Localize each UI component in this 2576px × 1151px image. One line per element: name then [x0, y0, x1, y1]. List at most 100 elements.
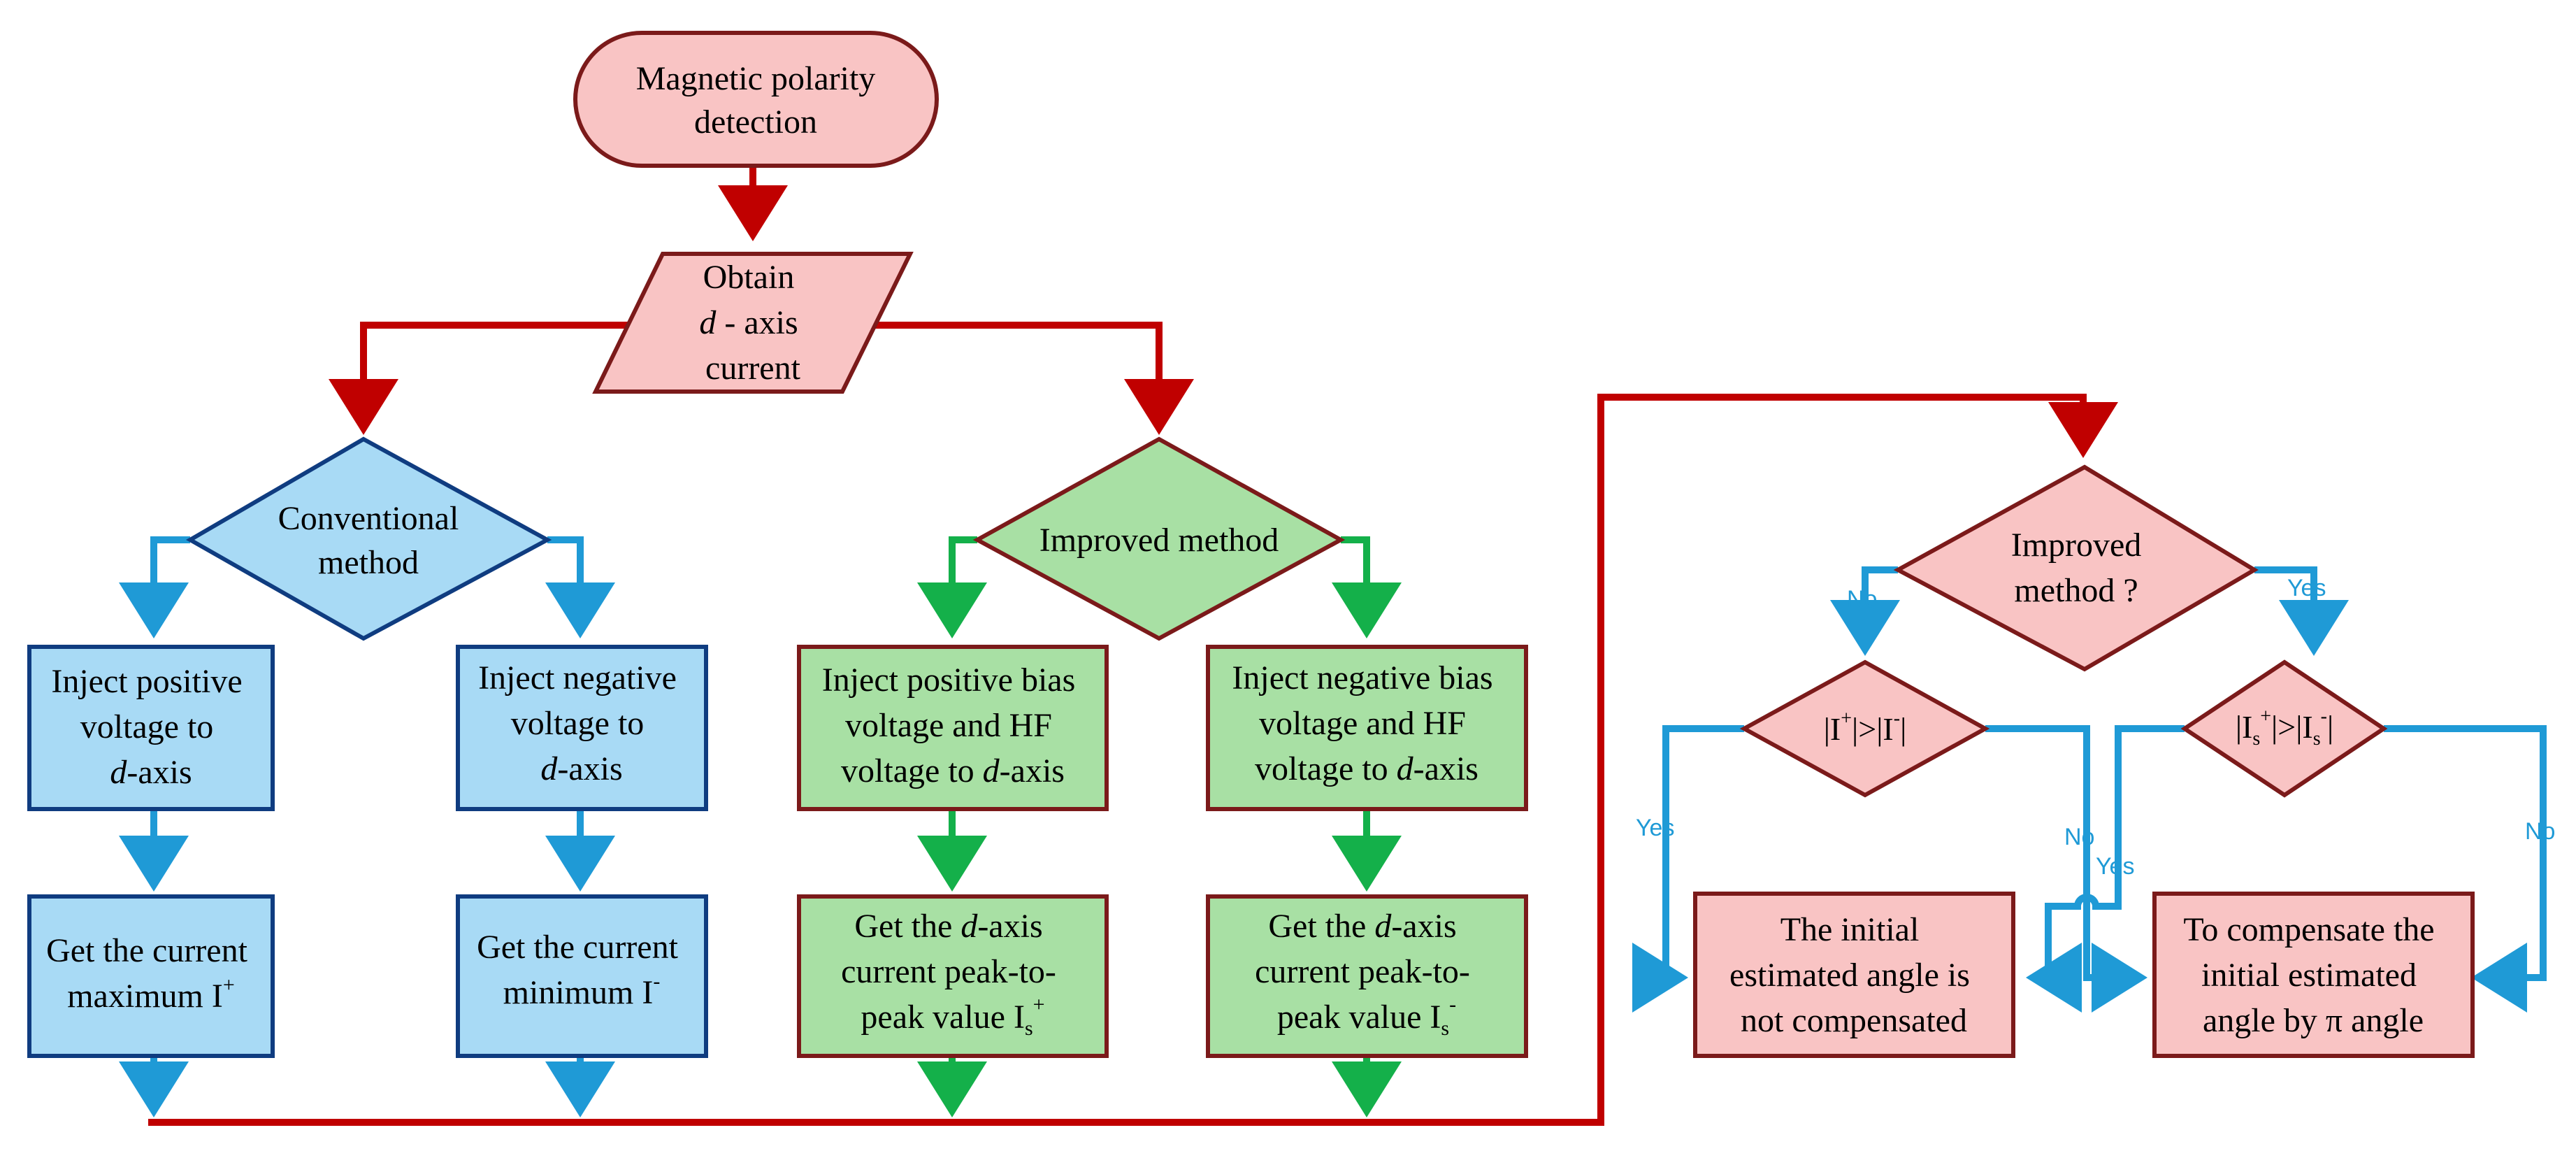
inject-negative-bias-box: Inject negative bias voltage and HF volt…: [1206, 645, 1528, 811]
svg-text:Improved method: Improved method: [1039, 522, 1279, 559]
comp-line3: angle by π angle: [2203, 1002, 2424, 1039]
label-no-cmp-is: No: [2525, 818, 2555, 845]
inj-pos-bias-line3-rest: -axis: [1000, 752, 1065, 789]
obtain-line2-rest: - axis: [716, 304, 798, 341]
inj-neg-line2: voltage to: [511, 705, 645, 742]
edge-improvedq-yes: [2254, 566, 2349, 656]
pp-neg-sup: -: [1449, 993, 1456, 1016]
edge-improved-left: [917, 536, 987, 638]
conventional-line1: Conventional: [278, 500, 459, 537]
cmp-is-p1: |I: [2236, 709, 2253, 745]
get-max-line1: Get the current: [46, 932, 248, 969]
cmp-i-p3: |: [1900, 711, 1906, 747]
cmp-is-p3: |: [2327, 709, 2333, 745]
inj-pos-line3-rest: -axis: [127, 754, 192, 791]
svg-text:Inject negative bias vol: Inject negative bias voltage and HF volt…: [1232, 659, 1501, 787]
pp-neg-line1-rest: -axis: [1391, 908, 1456, 945]
get-min-box: Get the current minimum I-: [456, 894, 708, 1058]
compare-is-decision: |Is+|>|Is-|: [2180, 659, 2388, 798]
inj-pos-bias-line2: voltage and HF: [845, 707, 1052, 744]
cmp-is-p2: |>|I: [2271, 709, 2313, 745]
svg-text:Inject negative voltage: Inject negative voltage to d-axis: [478, 659, 685, 787]
not-comp-line3: not compensated: [1741, 1002, 1967, 1039]
svg-text:|I+|>|I-|: |I+|>|I-|: [1824, 708, 1907, 747]
comp-line1: To compensate the: [2183, 911, 2434, 948]
label-no-improved-q: No: [1847, 586, 1877, 613]
edge-conventional-left: [119, 536, 190, 638]
inj-pos-line1: Inject positive: [51, 663, 242, 700]
label-yes-cmp-is: Yes: [2096, 853, 2134, 880]
cmp-is-sup2: -: [2321, 706, 2327, 727]
svg-text:Get the current maximum: Get the current maximum I+: [46, 932, 256, 1015]
pp-pos-line3: peak value I: [861, 999, 1025, 1036]
get-min-line2: minimum I: [503, 974, 654, 1011]
inj-pos-line2: voltage to: [80, 708, 214, 745]
inj-neg-bias-line2: voltage and HF: [1259, 705, 1466, 742]
inj-neg-bias-d: d: [1397, 750, 1414, 787]
svg-text:The initial estimated an: The initial estimated angle is not compe…: [1729, 911, 1978, 1039]
svg-text:Obtain d - axis cu: Obtain d - axis current: [699, 259, 806, 387]
svg-text:Inject positive voltage: Inject positive voltage to d-axis: [51, 663, 250, 791]
svg-text:Inject positive bias vo: Inject positive bias voltage and HF volt…: [822, 662, 1084, 789]
improved-decision: Improved method: [972, 436, 1346, 641]
edge-conventional-right: [545, 536, 615, 638]
comp-line2: initial estimated: [2201, 957, 2417, 994]
get-max-sup: +: [223, 973, 235, 996]
start-line1: Magnetic polarity: [636, 60, 876, 97]
inject-positive-bias-box: Inject positive bias voltage and HF volt…: [797, 645, 1109, 811]
cmp-i-p2: |>|I: [1852, 711, 1894, 747]
pp-pos-line1-pre: Get the: [854, 908, 960, 945]
improved-question-decision: Improved method ?: [1893, 464, 2259, 672]
pp-pos-sup: +: [1033, 993, 1045, 1016]
obtain-d-italic: d: [699, 304, 717, 341]
inj-neg-d: d: [540, 750, 558, 787]
cmp-i-sup2: -: [1894, 708, 1900, 729]
inject-positive-box: Inject positive voltage to d-axis: [27, 645, 275, 811]
start-line2: detection: [694, 103, 817, 141]
start-node: Magnetic polarity detection: [573, 31, 939, 168]
get-min-line1: Get the current: [477, 929, 679, 966]
cmp-i-sup1: +: [1841, 708, 1852, 729]
edge-cmpis-no: [2384, 725, 2547, 1013]
compensate-box: To compensate the initial estimated angl…: [2152, 892, 2475, 1058]
inj-neg-line3-rest: -axis: [557, 750, 622, 787]
peak-to-peak-positive-box: Get the d-axis current peak-to- peak val…: [797, 894, 1109, 1058]
improved-q-line1: Improved: [2011, 527, 2142, 564]
pp-pos-line1-rest: -axis: [977, 908, 1042, 945]
improved-q-line2: method ?: [2014, 572, 2138, 609]
obtain-line3: current: [705, 350, 801, 387]
cmp-is-sub1: s: [2252, 728, 2260, 750]
inj-pos-bias-line3-pre: voltage to: [841, 752, 983, 789]
inj-neg-line1: Inject negative: [478, 659, 677, 696]
pp-neg-d: d: [1374, 908, 1392, 945]
edge-cmpis-yes: [2026, 725, 2185, 1013]
inj-neg-bias-line1: Inject negative bias: [1232, 659, 1492, 696]
inj-pos-d: d: [110, 754, 127, 791]
pp-pos-sub: s: [1025, 1017, 1033, 1040]
not-comp-line2: estimated angle is: [1729, 957, 1970, 994]
cmp-is-sup1: +: [2260, 706, 2271, 727]
inject-negative-box: Inject negative voltage to d-axis: [456, 645, 708, 811]
edge-improvedq-no: [1830, 566, 1900, 656]
get-min-sup: -: [653, 970, 660, 993]
edge-improved-right: [1332, 536, 1402, 638]
svg-text:|Is+|>|Is-|: |Is+|>|Is-|: [2236, 706, 2333, 750]
inj-pos-bias-d: d: [983, 752, 1000, 789]
label-no-cmp-i: No: [2064, 824, 2094, 850]
obtain-line1: Obtain: [703, 259, 795, 296]
peak-to-peak-negative-box: Get the d-axis current peak-to- peak val…: [1206, 894, 1528, 1058]
not-comp-line1: The initial: [1780, 911, 1920, 948]
pp-neg-line1-pre: Get the: [1268, 908, 1374, 945]
get-max-line2: maximum I: [67, 978, 223, 1015]
get-max-box: Get the current maximum I+: [27, 894, 275, 1058]
cmp-i-p1: |I: [1824, 711, 1841, 747]
edge-cmpi-yes: [1632, 725, 1744, 1013]
obtain-node: Obtain d - axis current: [592, 252, 914, 394]
svg-text:Get the current minimum: Get the current minimum I-: [477, 929, 686, 1011]
svg-text:To compensate the initia: To compensate the initial estimated angl…: [2183, 911, 2442, 1039]
pp-neg-line2: current peak-to-: [1255, 953, 1470, 990]
